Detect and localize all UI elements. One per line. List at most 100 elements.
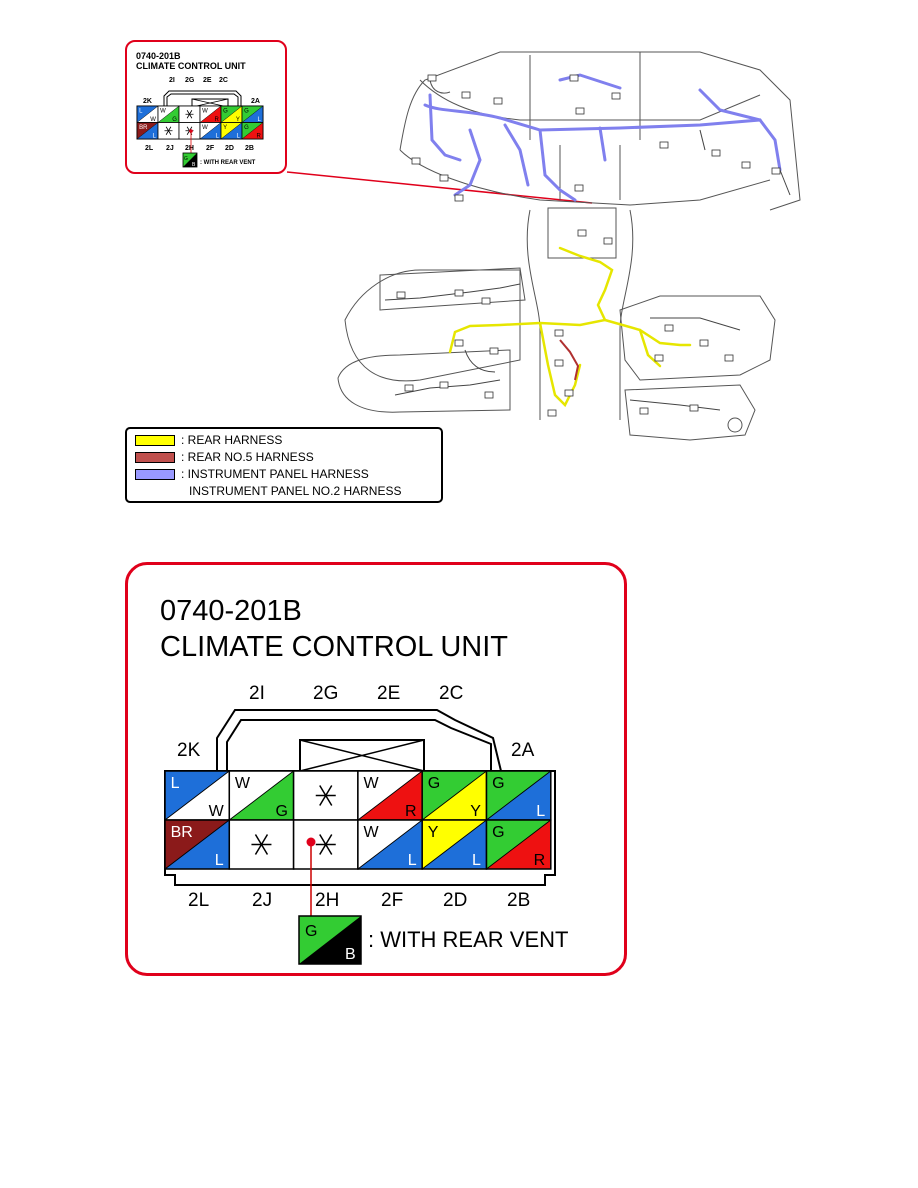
side-label-right: 2A [511, 740, 535, 761]
harness-illustration [286, 51, 801, 441]
small-bottom-label: 2J [166, 145, 174, 152]
wire-color-label: R [405, 803, 417, 820]
wire-color-label: L [408, 852, 417, 869]
wire-color-label: L [171, 775, 180, 792]
wire-color-label: R [534, 852, 546, 869]
connector-cavity: LW [164, 770, 231, 821]
small-bottom-label: 2D [225, 145, 234, 152]
connector-cavity: GL [485, 770, 552, 821]
wire-color-label: Y [223, 125, 227, 131]
bottom-pin-label: 2H [315, 890, 339, 911]
wire-color-label: W [209, 803, 225, 820]
legend-label: INSTRUMENT PANEL NO.2 HARNESS [189, 484, 402, 498]
small-side-left: 2K [143, 98, 152, 105]
small-bottom-label: 2B [245, 145, 254, 152]
connector-callout: 0740-201B CLIMATE CONTROL UNIT 2I 2G 2E … [125, 562, 627, 976]
wire-color-label: G [492, 775, 504, 792]
small-note-wire-top: G [184, 156, 188, 162]
connector-cavity: WL [357, 819, 423, 870]
small-side-right: 2A [251, 98, 260, 105]
wire-color-label: L [258, 117, 262, 123]
harness-legend: : REAR HARNESS : REAR NO.5 HARNESS : INS… [125, 427, 443, 503]
small-bottom-label: 2L [145, 145, 154, 152]
connector-cavity: YL [220, 122, 243, 140]
empty-cavity-icon [315, 834, 336, 855]
empty-cavity-icon [251, 834, 272, 855]
legend-item-instrument-panel-no2-harness: INSTRUMENT PANEL NO.2 HARNESS [189, 484, 401, 498]
wire-color-label: G [244, 125, 249, 131]
wire-color-label: W [364, 824, 380, 841]
wire-color-label: G [172, 117, 177, 123]
legend-swatch [135, 451, 175, 463]
top-pin-label: 2I [249, 683, 265, 704]
legend-swatch [135, 434, 175, 446]
rear-harness [448, 246, 692, 408]
wire-color-label: L [139, 108, 143, 114]
legend-swatch [135, 468, 175, 480]
connector-cavity: WR [357, 770, 423, 821]
rear-vent-pin-dot [306, 837, 316, 847]
bottom-pin-label: 2B [507, 890, 530, 911]
wire-color-label: L [216, 134, 220, 140]
legend-label: : REAR NO.5 HARNESS [181, 450, 314, 464]
wire-color-label: G [428, 775, 440, 792]
bottom-pin-label: 2L [188, 890, 209, 911]
wire-color-label: G [276, 803, 288, 820]
rear-vent-wire-swatch: G B [298, 915, 362, 965]
legend-label: : REAR HARNESS [181, 433, 283, 447]
note-wire-top: G [305, 923, 317, 940]
legend-item-instrument-panel-harness: : INSTRUMENT PANEL HARNESS [135, 467, 369, 481]
wire-color-label: L [153, 134, 157, 140]
connector-cavity: GY [421, 770, 488, 821]
empty-cavity-icon [164, 126, 173, 135]
wire-color-label: Y [470, 803, 481, 820]
wire-color-label: G [223, 108, 228, 114]
rear-no5-harness [559, 339, 580, 381]
wire-color-label: Y [428, 824, 439, 841]
wire-color-label: W [235, 775, 251, 792]
instrument-panel-harness [423, 73, 782, 202]
small-rear-vent-pin-dot [189, 129, 193, 133]
wire-color-label: L [237, 134, 241, 140]
wire-color-label: W [364, 775, 380, 792]
wire-color-label: W [150, 117, 156, 123]
wire-color-label: BR [139, 125, 148, 131]
wire-color-label: W [160, 108, 166, 114]
small-connector-code: 0740-201B [136, 51, 181, 61]
small-top-label: 2E [203, 77, 212, 84]
connector-cavity: GL [241, 105, 264, 123]
connector-cavity: WL [199, 122, 222, 140]
side-label-left: 2K [177, 740, 201, 761]
small-bottom-label: 2F [206, 145, 215, 152]
connector-cavity: WG [157, 105, 180, 123]
wire-color-label: L [472, 852, 481, 869]
wire-color-label: L [215, 852, 224, 869]
leader-line [286, 171, 593, 204]
bottom-pin-label: 2F [381, 890, 403, 911]
connector-cavity: WR [199, 105, 222, 123]
bottom-pin-label: 2J [252, 890, 272, 911]
small-note-text: : WITH REAR VENT [200, 160, 256, 166]
wire-color-label: Y [236, 117, 240, 123]
rear-vent-note: : WITH REAR VENT [368, 927, 568, 952]
connector-name: CLIMATE CONTROL UNIT [160, 631, 509, 663]
wire-color-label: L [536, 803, 545, 820]
connector-cavity: GR [241, 122, 264, 140]
bottom-pin-label: 2D [443, 890, 467, 911]
small-top-label: 2C [219, 77, 228, 84]
top-pin-label: 2E [377, 683, 400, 704]
small-connector-name: CLIMATE CONTROL UNIT [136, 61, 246, 71]
harness-connectors [396, 74, 781, 417]
wire-color-label: W [202, 125, 208, 131]
top-pin-label: 2C [439, 683, 463, 704]
connector-code: 0740-201B [160, 595, 302, 627]
top-pin-label: 2G [313, 683, 338, 704]
connector-cavity: WG [228, 770, 295, 821]
wire-color-label: G [244, 108, 249, 114]
connector-cavity: YL [421, 819, 488, 870]
wire-color-label: W [202, 108, 208, 114]
wire-color-label: R [257, 134, 262, 140]
legend-item-rear-harness: : REAR HARNESS [135, 433, 282, 447]
